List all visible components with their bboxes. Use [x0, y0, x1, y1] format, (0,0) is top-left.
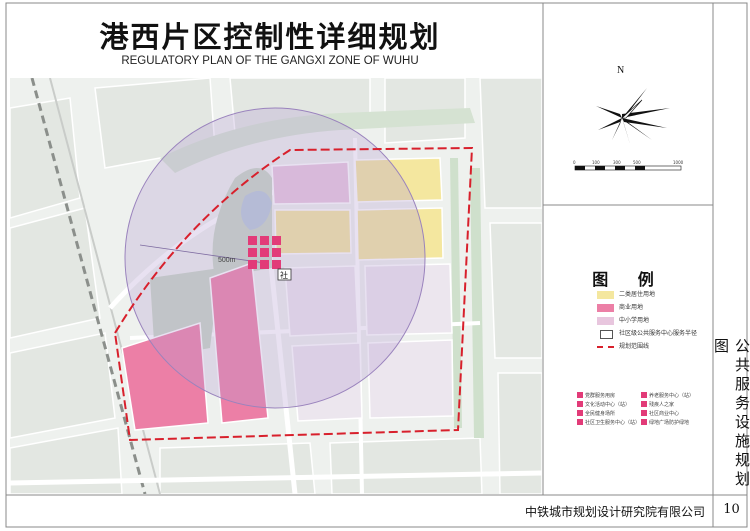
scale-label-300: 300 — [613, 160, 621, 165]
facility-icon — [577, 391, 583, 398]
legend-swatch — [597, 304, 614, 312]
legend-item-service-radius: 社区级公共服务中心服务半径 — [597, 329, 712, 339]
facility-list: 党群服务用房 养老服务中心（站） 文化活动中心（站） 残疾人之家 全民健身场所 … — [577, 391, 707, 432]
facility-icons — [248, 236, 281, 269]
facility-item: 党群服务用房 — [577, 391, 615, 401]
scale-label-500: 500 — [633, 160, 641, 165]
parcel-commercial — [121, 261, 269, 431]
planning-boundary — [113, 146, 474, 442]
legend-title: 图 例 — [592, 270, 666, 289]
title-english: REGULATORY PLAN OF THE GANGXI ZONE OF WU… — [121, 55, 419, 67]
scale-label-1000: 1000 — [673, 160, 684, 165]
facility-icon — [641, 409, 647, 416]
svg-text:社: 社 — [280, 270, 288, 280]
legend-swatch — [597, 317, 614, 325]
legend-item-commercial: 商业用地 — [597, 303, 712, 313]
compass-rose-icon — [596, 88, 670, 144]
facility-icon — [641, 418, 647, 425]
scale-label-100: 100 — [592, 160, 600, 165]
community-center-marker: 社 — [277, 268, 292, 281]
facility-icon — [577, 418, 583, 425]
company-name: 中铁城市规划设计研究院有限公司 — [524, 505, 705, 519]
service-radius-circle — [124, 107, 426, 409]
map-canvas: 500m 社 — [10, 78, 542, 494]
page-number: 10 — [723, 502, 740, 517]
facility-item: 社区卫生服务中心（站） — [577, 418, 640, 428]
legend-item-school: 中小学用地 — [597, 316, 712, 326]
radius-label: 500m — [218, 257, 236, 264]
legend-item-residential: 二类居住用地 — [597, 290, 712, 300]
facility-icon — [641, 391, 647, 398]
side-title: 公共服务设施规划图 — [712, 338, 750, 490]
facility-icon — [577, 400, 583, 407]
facility-item: 全民健身场所 — [577, 409, 615, 419]
scale-label-0: 0 — [573, 160, 576, 165]
north-label: N — [617, 65, 625, 76]
dashed-line-icon — [597, 346, 614, 348]
title-chinese: 港西片区控制性详细规划 — [99, 20, 441, 54]
community-marker-icon — [600, 330, 613, 339]
facility-item: 绿地广场防护绿地 — [641, 418, 689, 428]
facility-icon — [577, 409, 583, 416]
parcel-school — [271, 161, 454, 422]
facility-icon — [641, 400, 647, 407]
legend-item-boundary: 规划范围线 — [597, 342, 712, 352]
facility-item: 文化活动中心（站） — [577, 400, 630, 410]
facility-item: 残疾人之家 — [641, 400, 674, 410]
facility-item: 养老服务中心（站） — [641, 391, 694, 401]
facility-item: 社区商业中心 — [641, 409, 679, 419]
scale-bar: 0 100 300 500 1000 — [573, 160, 684, 171]
legend-swatch — [597, 291, 614, 299]
